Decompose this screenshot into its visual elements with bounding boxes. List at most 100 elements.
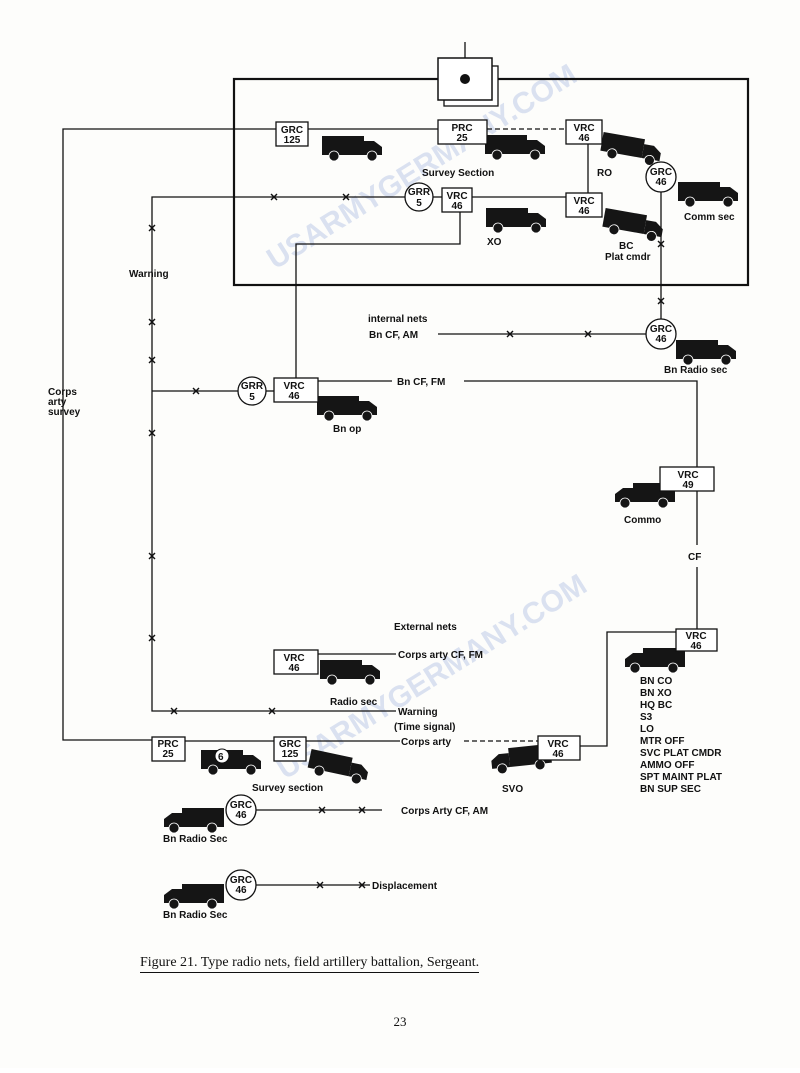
- label-warning-time: Warning: [398, 707, 438, 718]
- fire-direction-symbol: [437, 57, 499, 107]
- svg-text:VRC: VRC: [677, 470, 698, 481]
- watermark-top: USARMYGERMANY.COM: [261, 58, 582, 276]
- svg-text:46: 46: [690, 641, 702, 652]
- label-svo: SVO: [502, 784, 523, 795]
- label-bn-radio-sec-2: Bn Radio Sec: [163, 910, 228, 921]
- svg-text:GRC: GRC: [650, 324, 672, 335]
- label-survey-section-top: Survey Section: [422, 168, 494, 179]
- svg-text:46: 46: [235, 885, 247, 896]
- radio-vrc46-ro: VRC 46: [565, 119, 603, 145]
- svg-text:GRR: GRR: [241, 381, 264, 392]
- radio-vrc46-bnco: VRC 46: [675, 628, 718, 652]
- svg-text:GRC: GRC: [281, 125, 303, 136]
- svg-text:GRC: GRC: [279, 739, 301, 750]
- label-corps-arty-survey-2: arty: [48, 397, 67, 408]
- list-item: MTR OFF: [640, 736, 684, 747]
- list-item: BN SUP SEC: [640, 784, 701, 795]
- radio-grc46-bnradio: GRC 46: [645, 318, 677, 350]
- radio-grr5-top: GRR 5: [404, 182, 434, 212]
- bn-co-list: BN CO BN XO HQ BC S3 LO MTR OFF SVC PLAT…: [640, 676, 722, 795]
- label-cf: CF: [688, 552, 701, 563]
- label-corps-arty-survey-3: survey: [48, 407, 81, 418]
- list-item: SPT MAINT PLAT: [640, 772, 722, 783]
- radio-grc46-bottom2: GRC 46: [225, 869, 257, 901]
- radio-vrc46-xo: VRC 46: [441, 187, 473, 213]
- radio-grc46-comm: GRC 46: [645, 161, 677, 193]
- radio-grc125-bottom: GRC 125: [273, 736, 307, 762]
- svg-text:VRC: VRC: [573, 123, 594, 134]
- label-comm-sec: Comm sec: [684, 212, 735, 223]
- svg-text:GRC: GRC: [230, 800, 252, 811]
- svg-text:46: 46: [288, 391, 300, 402]
- label-corps-arty-cf-fm: Corps arty CF, FM: [398, 650, 483, 661]
- label-bc: BC: [619, 241, 633, 252]
- label-survey-section-bottom: Survey section: [252, 783, 323, 794]
- label-warning: Warning: [129, 269, 169, 280]
- svg-text:46: 46: [578, 133, 590, 144]
- radio-vrc46-op: VRC 46: [273, 377, 319, 403]
- svg-text:5: 5: [416, 198, 422, 209]
- svg-text:VRC: VRC: [283, 381, 304, 392]
- label-radio-sec: Radio sec: [330, 697, 378, 708]
- svg-text:46: 46: [235, 810, 247, 821]
- svg-text:VRC: VRC: [283, 653, 304, 664]
- svg-text:GRR: GRR: [408, 187, 431, 198]
- label-internal-nets: internal nets: [368, 314, 428, 325]
- list-item: BN XO: [640, 688, 672, 699]
- svg-text:5: 5: [249, 392, 255, 403]
- label-corps-arty-cf-am: Corps Arty CF, AM: [401, 806, 488, 817]
- label-ro: RO: [597, 168, 612, 179]
- label-bn-cf-fm: Bn CF, FM: [397, 377, 445, 388]
- svg-text:46: 46: [655, 177, 667, 188]
- svg-text:125: 125: [284, 135, 301, 146]
- svg-text:46: 46: [578, 206, 590, 217]
- page-number: 23: [393, 1014, 407, 1029]
- x-marks: [148, 193, 665, 889]
- svg-text:GRC: GRC: [230, 875, 252, 886]
- svg-text:49: 49: [682, 480, 694, 491]
- label-corps-arty: Corps arty: [401, 737, 451, 748]
- vehicle-number: 6: [218, 752, 224, 763]
- list-item: SVC PLAT CMDR: [640, 748, 722, 759]
- svg-text:25: 25: [456, 133, 468, 144]
- svg-text:VRC: VRC: [547, 739, 568, 750]
- label-displacement: Displacement: [372, 881, 438, 892]
- list-item: LO: [640, 724, 654, 735]
- label-commo: Commo: [624, 515, 661, 526]
- label-time-signal: (Time signal): [394, 722, 456, 733]
- svg-text:VRC: VRC: [573, 196, 594, 207]
- list-item: AMMO OFF: [640, 760, 694, 771]
- radio-prc25-bottom: PRC 25: [151, 736, 186, 762]
- label-corps-arty-survey-1: Corps: [48, 387, 77, 398]
- label-bn-op: Bn op: [333, 424, 361, 435]
- svg-text:25: 25: [162, 749, 174, 760]
- svg-text:VRC: VRC: [685, 631, 706, 642]
- label-bn-radio-sec-1: Bn Radio Sec: [163, 834, 228, 845]
- label-plat-cmdr: Plat cmdr: [605, 252, 651, 263]
- svg-text:125: 125: [282, 749, 299, 760]
- label-bn-radio-sec-top: Bn Radio sec: [664, 365, 728, 376]
- label-xo: XO: [487, 237, 502, 248]
- svg-text:46: 46: [288, 663, 300, 674]
- svg-text:PRC: PRC: [451, 123, 472, 134]
- radio-prc25-top: PRC 25: [437, 119, 488, 145]
- svg-text:46: 46: [655, 334, 667, 345]
- svg-text:VRC: VRC: [446, 191, 467, 202]
- list-item: HQ BC: [640, 700, 672, 711]
- svg-text:46: 46: [552, 749, 564, 760]
- label-external-nets: External nets: [394, 622, 457, 633]
- svg-text:46: 46: [451, 201, 463, 212]
- svg-text:GRC: GRC: [650, 167, 672, 178]
- radio-grr5-op: GRR 5: [237, 376, 267, 406]
- vehicle-silhouettes: 6: [163, 131, 739, 910]
- svg-text:PRC: PRC: [157, 739, 178, 750]
- radio-vrc46-svo: VRC 46: [537, 735, 581, 761]
- radio-grc46-bottom1: GRC 46: [225, 794, 257, 826]
- list-item: S3: [640, 712, 653, 723]
- list-item: BN CO: [640, 676, 672, 687]
- net-lines: [62, 128, 698, 886]
- radio-grc125-top: GRC 125: [275, 121, 309, 147]
- radio-vrc46-bc: VRC 46: [565, 192, 603, 218]
- radio-vrc49-commo: VRC 49: [659, 466, 715, 492]
